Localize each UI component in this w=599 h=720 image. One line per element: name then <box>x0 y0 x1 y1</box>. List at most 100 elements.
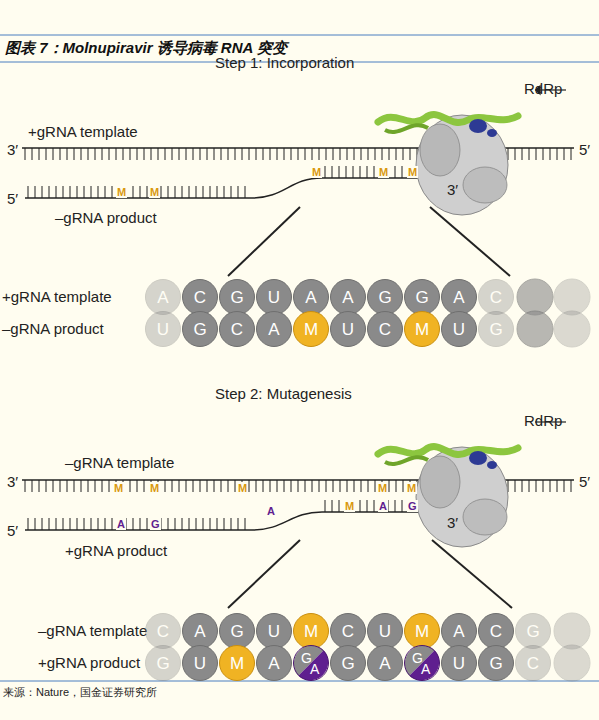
base-tick <box>49 186 50 198</box>
base-tick <box>217 186 218 198</box>
base-tick <box>88 148 89 160</box>
nucleotide-circle: GA <box>404 645 440 681</box>
base-tick <box>186 480 187 492</box>
base-tick <box>137 148 138 160</box>
base-tick <box>70 186 71 198</box>
nucleotide-circle <box>554 645 590 681</box>
base-tick <box>221 480 222 492</box>
nucleotide-circle: G <box>515 613 551 649</box>
row-label: –gRNA product <box>2 321 104 338</box>
base-letter: M <box>113 482 124 494</box>
base-tick <box>368 148 369 160</box>
base-tick <box>32 148 33 160</box>
base-tick <box>147 186 148 198</box>
base-tick <box>367 166 368 178</box>
end-label: 5′ <box>6 191 19 208</box>
base-tick <box>189 518 190 530</box>
strand-label: +gRNA product <box>65 543 167 560</box>
base-tick <box>367 500 368 512</box>
base-tick <box>165 480 166 492</box>
base-tick <box>42 518 43 530</box>
base-tick <box>291 480 292 492</box>
base-letter: M <box>149 482 160 494</box>
base-letter: A <box>342 289 353 306</box>
nucleotide-circle <box>517 279 553 315</box>
base-tick <box>175 186 176 198</box>
base-tick <box>165 148 166 160</box>
nucleotide-circle: G <box>367 279 403 315</box>
step-heading: Step 2: Mutagenesis <box>215 386 352 403</box>
base-tick <box>340 480 341 492</box>
base-letter: G <box>378 289 391 306</box>
base-tick <box>130 148 131 160</box>
base-tick <box>147 518 148 530</box>
base-tick <box>105 518 106 530</box>
nucleotide-circle: A <box>441 279 477 315</box>
base-tick <box>42 186 43 198</box>
base-tick <box>231 518 232 530</box>
base-tick <box>402 166 403 178</box>
base-letter: G <box>407 500 418 512</box>
base-letter: G <box>526 623 539 640</box>
end-label: 5′ <box>6 523 19 540</box>
base-letter: M <box>304 623 318 640</box>
base-tick <box>200 148 201 160</box>
base-tick <box>35 186 36 198</box>
nucleotide-circle: C <box>145 613 181 649</box>
base-tick <box>193 148 194 160</box>
nucleotide-circle: G <box>219 279 255 315</box>
base-tick <box>333 148 334 160</box>
nucleotide-circle: G <box>219 613 255 649</box>
base-letter: U <box>268 623 280 640</box>
base-tick <box>395 500 396 512</box>
base-tick <box>284 480 285 492</box>
base-letter: A <box>268 655 279 672</box>
base-tick <box>389 148 390 160</box>
base-tick <box>256 148 257 160</box>
base-tick <box>326 480 327 492</box>
row-label: –gRNA template <box>38 623 147 640</box>
base-letter: A <box>157 289 168 306</box>
base-tick <box>95 148 96 160</box>
base-tick <box>319 480 320 492</box>
base-tick <box>326 148 327 160</box>
base-tick <box>543 148 544 160</box>
base-letter: A <box>453 623 464 640</box>
strand-label: +gRNA template <box>28 124 138 141</box>
base-tick <box>347 148 348 160</box>
rule-line <box>0 681 599 682</box>
base-tick <box>571 480 572 492</box>
circle-outline <box>294 646 329 681</box>
nucleotide-circle: A <box>330 279 366 315</box>
base-tick <box>67 148 68 160</box>
base-letter: M <box>116 186 127 198</box>
base-tick <box>172 148 173 160</box>
base-tick <box>536 148 537 160</box>
base-tick <box>207 480 208 492</box>
base-letter: M <box>344 500 355 512</box>
base-tick <box>112 518 113 530</box>
base-tick <box>245 518 246 530</box>
nucleotide-circle: M <box>404 613 440 649</box>
base-tick <box>339 500 340 512</box>
base-tick <box>403 480 404 492</box>
row-label: +gRNA product <box>38 655 140 672</box>
base-tick <box>56 518 57 530</box>
base-tick <box>67 480 68 492</box>
base-tick <box>325 500 326 512</box>
base-tick <box>60 148 61 160</box>
base-tick <box>133 186 134 198</box>
base-letter: G <box>156 655 169 672</box>
base-letter: G <box>341 655 354 672</box>
nucleotide-circle: U <box>256 279 292 315</box>
base-tick <box>242 148 243 160</box>
base-tick <box>91 186 92 198</box>
base-letter: A <box>453 289 464 306</box>
base-tick <box>333 480 334 492</box>
base-tick <box>249 480 250 492</box>
base-tick <box>217 518 218 530</box>
base-letter: C <box>157 623 169 640</box>
base-tick <box>245 186 246 198</box>
base-tick <box>410 148 411 160</box>
